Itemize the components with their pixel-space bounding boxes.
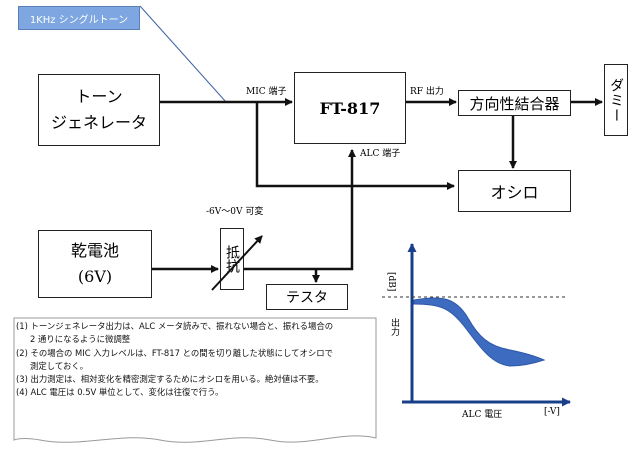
- signal-callout: 1KHz シングルトーン: [18, 6, 140, 30]
- note-line: (4) ALC 電圧は 0.5V 単位として、変化は往復で行う。: [16, 387, 224, 398]
- graph-y-unit: [dB]: [386, 272, 396, 292]
- coupler-block: 方向性結合器: [458, 90, 571, 116]
- resistor-label: 抵抗: [224, 245, 240, 273]
- graph-y-label: 出力: [389, 318, 399, 336]
- mic-terminal-label: MIC 端子: [246, 87, 287, 97]
- ft817-label: FT-817: [319, 98, 381, 118]
- tester-block: テスタ: [266, 284, 348, 310]
- notes-frame: [13, 317, 377, 443]
- battery-line1: 乾電池: [70, 241, 119, 260]
- dummy-label: ダミー: [608, 77, 624, 123]
- wire-mic-to-oscilloscope: [255, 102, 455, 190]
- resistor-block: 抵抗: [220, 228, 244, 290]
- coupler-label: 方向性結合器: [469, 94, 560, 113]
- battery-line2: (6V): [77, 267, 113, 286]
- graph-x-label: ALC 電圧: [462, 410, 503, 420]
- callout-text: 1KHz シングルトーン: [29, 14, 129, 26]
- graph-x-unit: [-V]: [544, 407, 560, 417]
- tone-generator-line2: ジェネレータ: [50, 113, 147, 132]
- tone-generator-line1: トーン: [75, 87, 123, 106]
- callout-pointer: [139, 5, 227, 103]
- alc-terminal-label: ALC 端子: [360, 149, 401, 159]
- note-line: 2 通りになるように微調整: [30, 334, 131, 345]
- note-line: (2) その場合の MIC 入力レベルは、FT-817 との間を切り離した状態に…: [16, 347, 333, 358]
- note-line: (1) トーンジェネレータ出力は、ALC メータ読みで、振れない場合と、振れる場…: [16, 321, 334, 331]
- battery-block: 乾電池 (6V): [38, 230, 152, 298]
- note-line: (3) 出力測定は、相対変化を精密測定するためにオシロを用いる。絶対値は不要。: [16, 374, 324, 385]
- wire-resistor-to-alc: [244, 149, 356, 271]
- voltage-range-label: -6V～0V 可変: [206, 207, 264, 217]
- note-line: 測定しておく。: [30, 360, 89, 371]
- rf-output-label: RF 出力: [410, 87, 444, 97]
- dummy-block: ダミー: [604, 64, 628, 136]
- oscilloscope-label: オシロ: [490, 183, 539, 202]
- tone-generator-block: トーン ジェネレータ: [38, 74, 160, 146]
- graph-hysteresis-band: [413, 297, 546, 367]
- ft817-block: FT-817: [294, 72, 406, 144]
- tester-label: テスタ: [286, 290, 328, 306]
- measurement-notes: (1) トーンジェネレータ出力は、ALC メータ読みで、振れない場合と、振れる場…: [16, 320, 372, 400]
- oscilloscope-block: オシロ: [458, 170, 571, 212]
